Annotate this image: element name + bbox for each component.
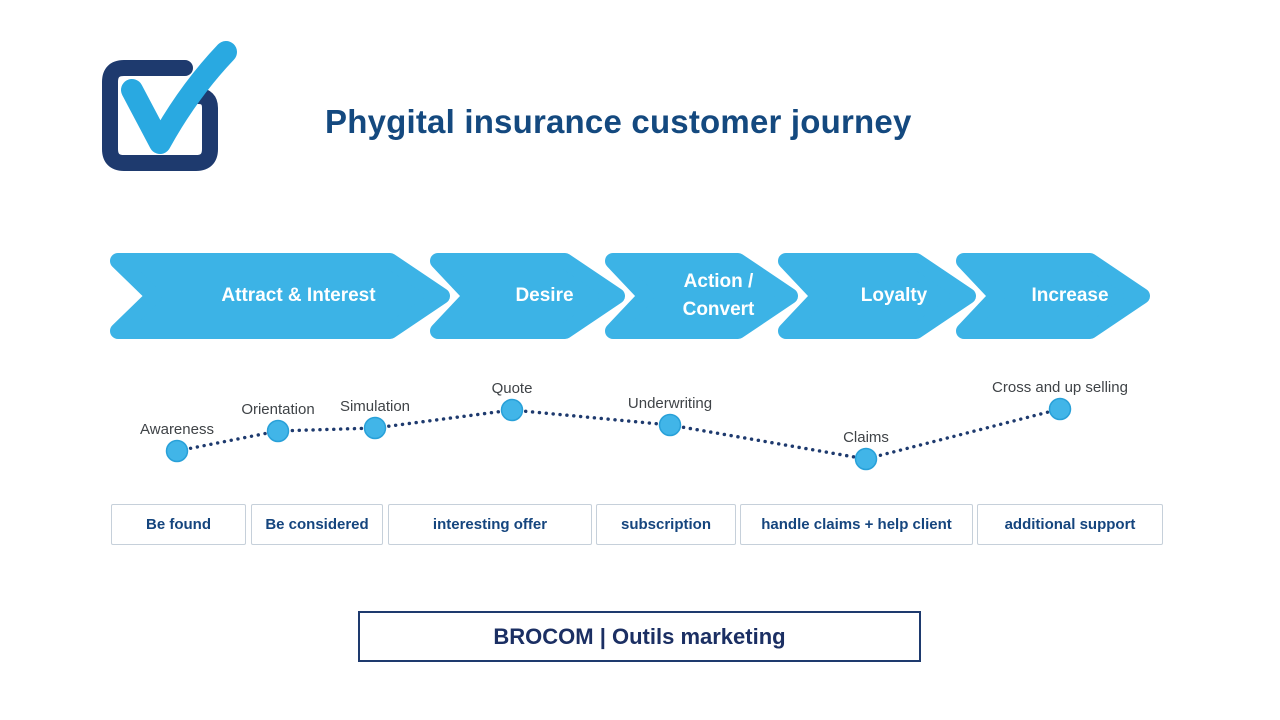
process-box: subscription — [596, 504, 736, 545]
journey-point-label: Orientation — [241, 401, 315, 418]
stage-label: Attract & Interest — [221, 284, 376, 306]
stage-arrows-group — [110, 253, 1150, 339]
journey-point — [658, 413, 682, 437]
journey-point — [1048, 397, 1072, 421]
journey-point-label: Underwriting — [627, 395, 713, 412]
journey-point — [165, 439, 189, 463]
page-title: Phygital insurance customer journey — [325, 103, 912, 140]
stage-arrow — [430, 253, 625, 339]
footer-credit-box: BROCOM | Outils marketing — [358, 611, 921, 662]
process-box: handle claims + help client — [740, 504, 973, 545]
stage-arrow — [110, 253, 450, 339]
process-box: Be considered — [251, 504, 383, 545]
journey-point — [363, 416, 387, 440]
journey-point-label: Simulation — [339, 398, 411, 415]
checked-checkbox-logo-icon — [102, 41, 237, 171]
journey-point-label: Quote — [491, 380, 533, 397]
process-box: interesting offer — [388, 504, 592, 545]
journey-point — [854, 447, 878, 471]
process-box: Be found — [111, 504, 246, 545]
stage-arrow — [956, 253, 1150, 339]
footer-text: BROCOM | Outils marketing — [493, 623, 786, 649]
stage-label: Loyalty — [860, 284, 928, 306]
stage-label: Desire — [515, 284, 574, 306]
stage-arrow — [778, 253, 976, 339]
checkmark-icon — [121, 41, 237, 154]
journey-point-label: Awareness — [140, 421, 214, 438]
journey-point — [500, 398, 524, 422]
process-box: additional support — [977, 504, 1163, 545]
stage-label: Action / Convert — [682, 270, 755, 321]
stage-arrow — [605, 253, 798, 339]
journey-point-label: Claims — [843, 429, 889, 446]
checkbox-frame-icon — [102, 60, 218, 171]
journey-point-label: Cross and up selling — [992, 379, 1128, 396]
journey-point — [266, 419, 290, 443]
stage-label: Increase — [1031, 284, 1109, 306]
journey-line-group — [165, 397, 1072, 471]
